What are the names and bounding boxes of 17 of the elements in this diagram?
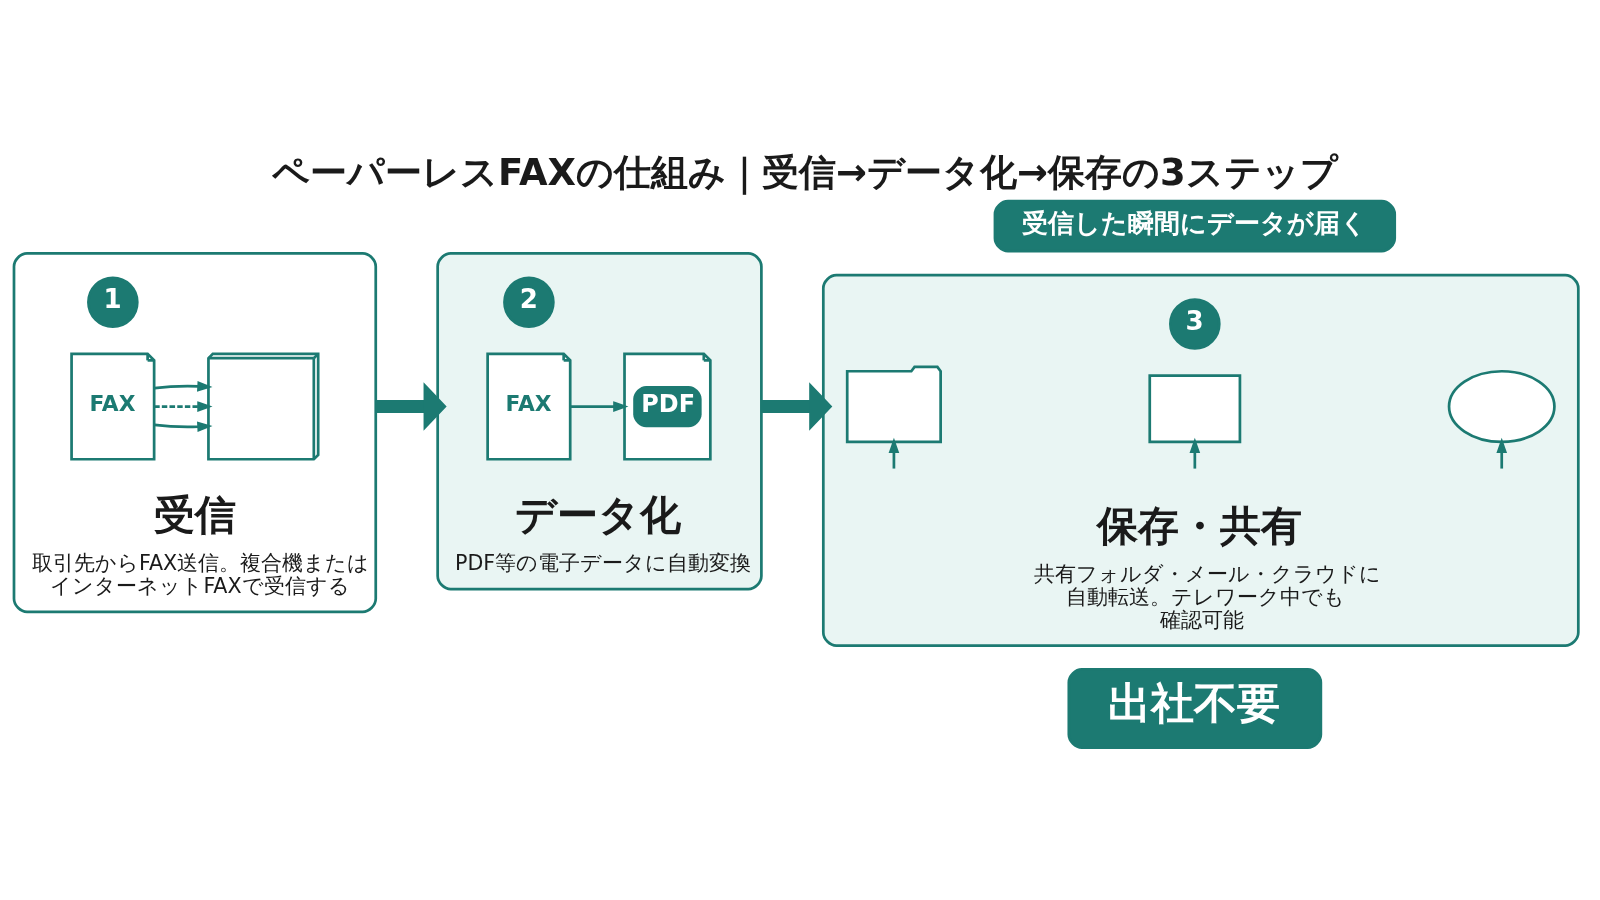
arrow: [153, 401, 212, 412]
arrow: [570, 401, 628, 412]
arrow: [375, 382, 447, 431]
node-circle: 1: [86, 276, 139, 329]
arrow: [153, 421, 212, 433]
diagram-title: ペーパーレスFAXの仕組み｜受信→データ化→保存の3ステップ: [271, 151, 1338, 195]
arrow: [1495, 437, 1507, 469]
node-folder: [845, 365, 942, 444]
node-box: 出社不要: [1066, 668, 1322, 749]
node-envelope: [1147, 374, 1241, 444]
node-circle: 2: [502, 276, 555, 329]
node-cloud: [1447, 369, 1556, 444]
arrow: [153, 380, 212, 392]
node-circle: 3: [1168, 298, 1221, 350]
node-box: 受信した瞬間にデータが届く: [993, 199, 1396, 253]
arrow: [760, 382, 832, 431]
arrow: [1189, 437, 1200, 469]
